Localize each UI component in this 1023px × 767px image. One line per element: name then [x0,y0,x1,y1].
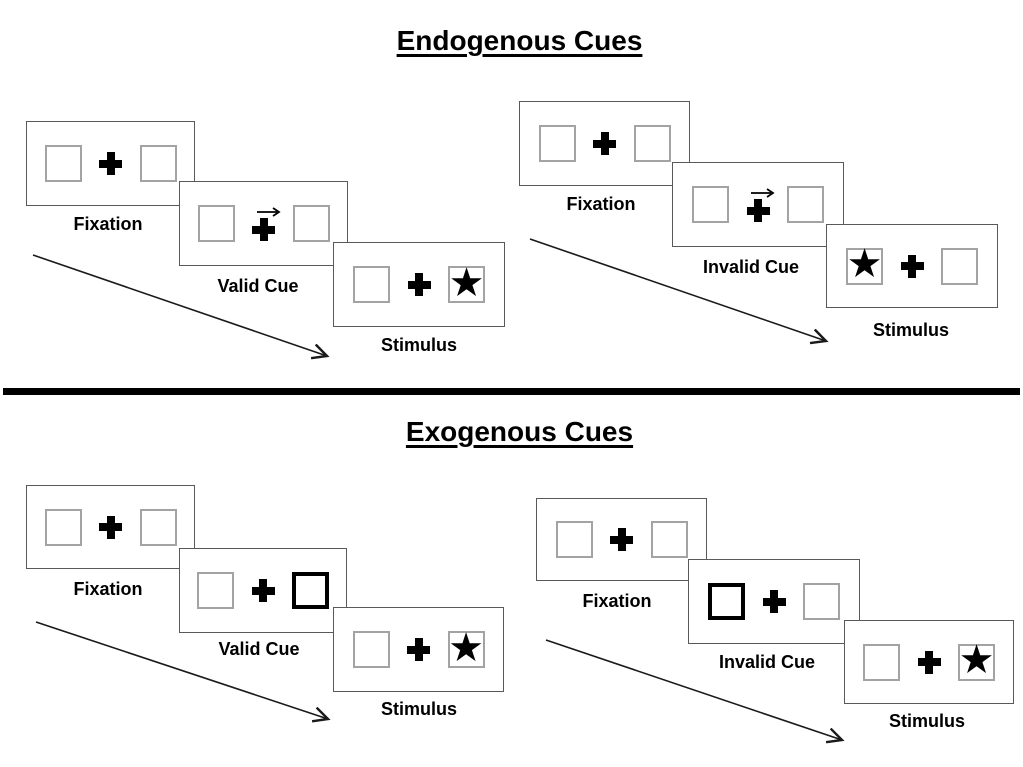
right-placeholder-box [787,186,824,223]
right-placeholder-box [941,247,978,285]
right-placeholder-box [633,125,671,162]
star-icon: ★ [448,625,484,670]
timeline-arrow-endogenous-valid [32,254,327,356]
exogenous-valid-cue-panel [179,548,347,633]
panel-label-invalid-cue: Invalid Cue [702,257,800,277]
left-placeholder-box [353,266,390,303]
star-icon: ★ [958,638,995,682]
highlighted-cue-box [708,583,745,620]
right-placeholder-box [650,521,688,558]
star-stimulus-box: ★ [958,638,995,682]
fixation-cross-icon [762,590,786,613]
star-icon: ★ [448,260,485,305]
left-placeholder-box [197,572,234,609]
panel-label-fixation: Fixation [73,579,143,599]
fixation-cross-icon [407,273,431,296]
endogenous-valid-fixation-panel [26,121,195,206]
panel-label-invalid-cue: Invalid Cue [718,652,816,672]
fixation-cross-icon [252,218,275,241]
exogenous-invalid-stimulus-panel: ★ [844,620,1014,704]
right-placeholder-box [803,583,840,620]
endogenous-section-title: Endogenous Cues [396,25,643,56]
star-stimulus-box: ★ [846,242,883,286]
fixation-cross-icon [251,579,275,602]
panel-label-stimulus: Stimulus [380,335,458,355]
fixation-cross-icon [99,515,122,539]
cue-arrow-right-icon [256,207,281,217]
endogenous-invalid-stimulus-panel: ★ [826,224,998,308]
exogenous-invalid-cue-panel [688,559,860,644]
exogenous-section-title: Exogenous Cues [405,416,634,447]
left-placeholder-box [44,508,82,546]
highlighted-cue-box [292,572,329,609]
endogenous-invalid-fixation-panel [519,101,690,186]
panel-label-fixation: Fixation [566,194,636,214]
left-placeholder-box [538,125,576,162]
endogenous-invalid-cue-panel [672,162,844,247]
right-placeholder-box [139,145,177,182]
panel-label-fixation: Fixation [582,591,652,611]
left-placeholder-box [197,205,235,242]
left-placeholder-box [555,521,593,558]
exogenous-valid-fixation-panel [26,485,195,569]
right-placeholder-box [139,508,177,546]
endogenous-valid-cue-panel [179,181,348,266]
panel-label-valid-cue: Valid Cue [218,639,300,659]
timeline-arrow-exogenous-valid [35,621,328,719]
fixation-cross-icon [610,528,633,551]
panel-label-valid-cue: Valid Cue [217,276,299,296]
left-placeholder-box [692,186,729,223]
left-placeholder-box [352,631,390,668]
fixation-cross-icon [593,132,616,155]
left-placeholder-box [863,643,900,681]
fixation-cross-icon [746,199,770,222]
right-placeholder-box [292,205,330,242]
left-placeholder-box [44,145,82,182]
cue-arrow-right-icon [751,188,775,198]
exogenous-invalid-fixation-panel [536,498,707,581]
panel-label-stimulus: Stimulus [872,320,950,340]
star-icon: ★ [846,242,883,286]
exogenous-valid-stimulus-panel: ★ [333,607,504,692]
fixation-cross-icon [407,638,430,661]
endogenous-valid-stimulus-panel: ★ [333,242,505,327]
panel-label-stimulus: Stimulus [888,711,966,731]
fixation-cross-icon [900,254,924,278]
section-divider [3,388,1020,395]
timeline-arrow-endogenous-invalid [529,238,826,341]
fixation-cross-icon [917,650,941,674]
fixation-cross-icon [99,152,122,175]
panel-label-stimulus: Stimulus [380,699,458,719]
panel-label-fixation: Fixation [73,214,143,234]
star-stimulus-box: ★ [447,625,485,670]
star-stimulus-box: ★ [448,260,485,305]
